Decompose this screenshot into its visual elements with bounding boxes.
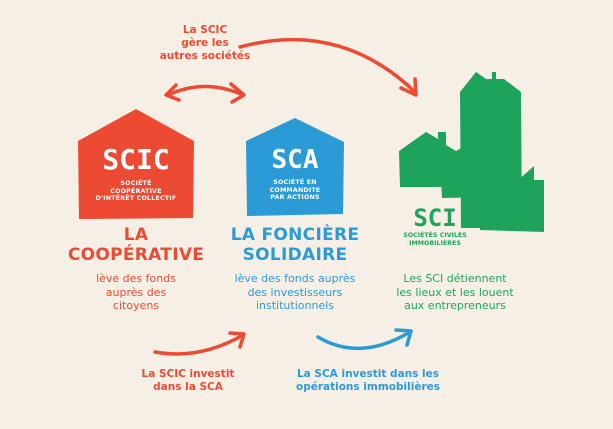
top-note-line: La SCIC [182,24,228,36]
sca-desc-line: institutionnels [255,299,334,312]
scic-desc-line: auprès des [105,285,167,299]
scic-badge-sub: SOCIÉTÉ COOPÉRATIVE D'INTÉRÊT COLLECTIF [76,180,196,203]
sca-badge: SCA [271,145,319,175]
scic-badge: SCIC [102,143,170,176]
invest-arrow-icon [153,331,246,356]
sci-desc-line: les lieux et les louent [396,285,514,299]
scic-badge-sub-line: SOCIÉTÉ [120,180,152,187]
sca-badge-sub-line: COMMANDITE [269,186,321,194]
sci-badge-sub-line: SOCIÉTÉS CIVILES [403,232,467,239]
scic-desc: lève des fonds auprès des citoyens [66,272,206,313]
sci-badge-sub-line: IMMOBILIÈRES [409,239,461,247]
invest-arrow-icon [316,328,413,351]
bottom-note-left-line: La SCIC investit [141,368,235,380]
top-note: La SCIC gère les autres sociétés [150,24,260,63]
sca-heading-line: LA FONCIÈRE [230,225,360,245]
scic-desc-line: citoyens [112,299,160,312]
sci-desc-line: aux entrepreneurs [404,299,506,312]
bottom-note-right-line: La SCA investit dans les [296,368,440,380]
scic-heading-line: LA [123,225,149,245]
arc-arrow-icon [238,37,418,97]
sci-badge: SCI [413,204,457,232]
top-note-line: gère les [181,37,229,49]
bottom-note-right: La SCA investit dans les opérations immo… [283,368,453,394]
sca-badge-sub-line: SOCIÉTÉ EN [273,179,317,186]
bottom-note-left: La SCIC investit dans la SCA [128,368,248,394]
sci-badge-sub: SOCIÉTÉS CIVILES IMMOBILIÈRES [390,232,480,247]
scic-badge-sub-line: D'INTÉRÊT COLLECTIF [95,195,177,202]
bottom-note-right-line: opérations immobilières [295,381,440,393]
sca-house-icon [246,118,344,216]
bottom-note-left-line: dans la SCA [153,381,223,393]
sca-heading: LA FONCIÈRE SOLIDAIRE [220,225,370,265]
top-note-line: autres sociétés [159,50,251,62]
scic-heading: LA COOPÉRATIVE [56,225,216,265]
sca-heading-line: SOLIDAIRE [242,245,348,265]
sci-desc: Les SCI détiennent les lieux et les loue… [375,272,535,313]
sca-desc-line: des investisseurs [247,285,343,299]
sca-badge-sub-line: PAR ACTIONS [270,194,320,201]
factory-icon [480,162,544,232]
sci-desc-line: Les SCI détiennent [403,272,507,285]
scic-desc-line: lève des fonds [96,272,176,285]
sca-badge-sub: SOCIÉTÉ EN COMMANDITE PAR ACTIONS [245,179,345,202]
sca-desc: lève des fonds auprès des investisseurs … [220,272,370,313]
double-arrow-icon [164,82,246,104]
scic-heading-line: COOPÉRATIVE [67,245,205,265]
scic-badge-sub-line: COOPÉRATIVE [110,187,162,195]
scic-house-icon [78,109,194,219]
sca-desc-line: lève des fonds auprès [234,272,356,285]
